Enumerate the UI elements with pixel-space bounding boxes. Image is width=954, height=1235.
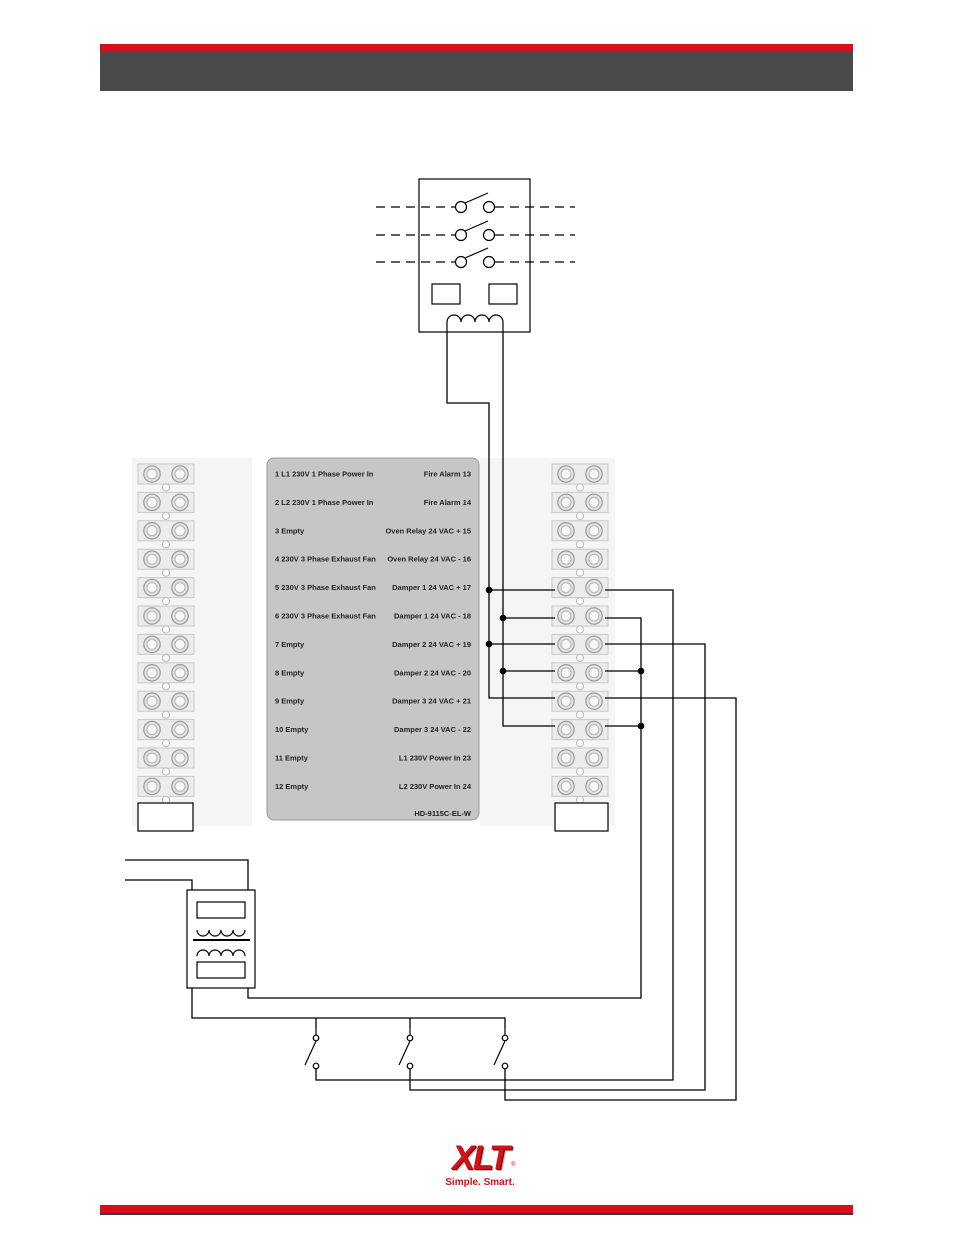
wire-coil-b xyxy=(502,333,555,727)
right-strip-label-box xyxy=(554,802,609,832)
left-terminal-label: 3 Empty xyxy=(275,526,305,535)
left-terminal-block xyxy=(137,491,195,521)
left-terminal-strip xyxy=(137,463,195,805)
left-terminal-block xyxy=(137,719,195,748)
right-terminal-label: L2 230V Power In 24 xyxy=(399,782,472,791)
right-terminal-label: Oven Relay 24 VAC - 16 xyxy=(387,555,471,564)
right-terminal-block xyxy=(551,577,609,606)
contactor xyxy=(376,178,575,333)
contact-1 xyxy=(454,192,496,214)
wire-switch-common xyxy=(191,988,506,1028)
right-terminal-label: Damper 3 24 VAC - 22 xyxy=(394,725,471,734)
contact-2 xyxy=(454,220,496,242)
right-terminal-block xyxy=(551,548,609,577)
left-terminal-label: 9 Empty xyxy=(275,697,305,706)
right-terminal-block xyxy=(551,662,609,691)
transformer xyxy=(186,889,256,989)
wire-supply-2 xyxy=(125,879,193,890)
wire-coil-a xyxy=(446,333,555,699)
switch-3 xyxy=(493,1034,509,1070)
right-terminal-label: Oven Relay 24 VAC + 15 xyxy=(385,526,471,535)
right-terminal-label: Fire Alarm 14 xyxy=(424,498,472,507)
left-terminal-block xyxy=(137,577,195,606)
right-terminal-label: Damper 2 24 VAC - 20 xyxy=(394,668,471,677)
left-terminal-label: 6 230V 3 Phase Exhaust Fan xyxy=(275,612,376,621)
left-terminal-label: 11 Empty xyxy=(275,754,309,763)
left-terminal-block xyxy=(137,775,195,805)
logo-registered: ® xyxy=(511,1162,516,1168)
left-terminal-block xyxy=(137,747,195,776)
left-terminal-labels: 1 L1 230V 1 Phase Power In 2 L2 230V 1 Ph… xyxy=(275,470,376,791)
right-terminal-label: Damper 1 24 VAC - 18 xyxy=(394,612,471,621)
left-terminal-block xyxy=(137,463,195,492)
left-strip-label-box xyxy=(137,802,194,832)
right-terminal-label: Damper 1 24 VAC + 17 xyxy=(392,583,471,592)
damper-switches xyxy=(304,1028,509,1070)
right-terminal-block xyxy=(551,520,609,549)
left-terminal-block xyxy=(137,520,195,549)
left-terminal-label: 2 L2 230V 1 Phase Power In xyxy=(275,498,374,507)
contactor-terminal-b xyxy=(488,283,518,305)
left-terminal-block xyxy=(137,633,195,663)
switch-1 xyxy=(304,1034,320,1070)
contact-3 xyxy=(454,247,496,269)
wiring xyxy=(125,333,737,1101)
board-model: HD-9115C-EL-W xyxy=(414,809,472,818)
right-terminal-block xyxy=(551,747,609,776)
left-terminal-label: 4 230V 3 Phase Exhaust Fan xyxy=(275,555,376,564)
right-terminal-block xyxy=(551,463,609,492)
right-terminal-label: L1 230V Power In 23 xyxy=(399,754,471,763)
right-terminal-label: Fire Alarm 13 xyxy=(424,470,471,479)
wire-supply-1 xyxy=(125,859,249,890)
left-terminal-block xyxy=(137,548,195,577)
left-terminal-block xyxy=(137,690,195,719)
xlt-logo: XLT ® Simple. Smart. xyxy=(425,1140,535,1190)
left-terminal-label: 10 Empty xyxy=(275,725,309,734)
right-terminal-block xyxy=(551,775,609,805)
wire-damper2-plus xyxy=(409,643,706,1091)
header-bar xyxy=(100,44,853,91)
contactor-terminal-a xyxy=(431,283,461,305)
control-board-panel xyxy=(266,457,480,821)
footer-bar xyxy=(100,1205,853,1215)
right-terminal-block xyxy=(551,605,609,634)
junction-dots xyxy=(485,586,645,730)
left-terminal-label: 12 Empty xyxy=(275,782,309,791)
left-terminal-label: 1 L1 230V 1 Phase Power In xyxy=(275,470,374,479)
logo-brand: XLT xyxy=(452,1139,510,1177)
left-terminal-label: 7 Empty xyxy=(275,640,305,649)
right-terminal-strip xyxy=(551,463,609,805)
wire-damper1-plus xyxy=(315,589,674,1081)
right-terminal-label: Damper 2 24 VAC + 19 xyxy=(392,640,471,649)
wire-damper3-plus xyxy=(504,697,737,1101)
right-terminal-block xyxy=(551,719,609,748)
wire-common xyxy=(247,617,642,999)
logo-tagline: Simple. Smart. xyxy=(445,1177,515,1188)
left-terminal-block xyxy=(137,605,195,634)
switch-2 xyxy=(398,1034,414,1070)
right-terminal-block xyxy=(551,491,609,521)
left-terminal-label: 8 Empty xyxy=(275,668,305,677)
left-terminal-label: 5 230V 3 Phase Exhaust Fan xyxy=(275,583,376,592)
contactor-coil xyxy=(446,314,504,333)
left-terminal-block xyxy=(137,662,195,691)
right-terminal-label: Damper 3 24 VAC + 21 xyxy=(392,697,471,706)
right-terminal-labels: Fire Alarm 13 Fire Alarm 14 Oven Relay 24 … xyxy=(385,470,471,791)
right-terminal-block xyxy=(551,690,609,719)
